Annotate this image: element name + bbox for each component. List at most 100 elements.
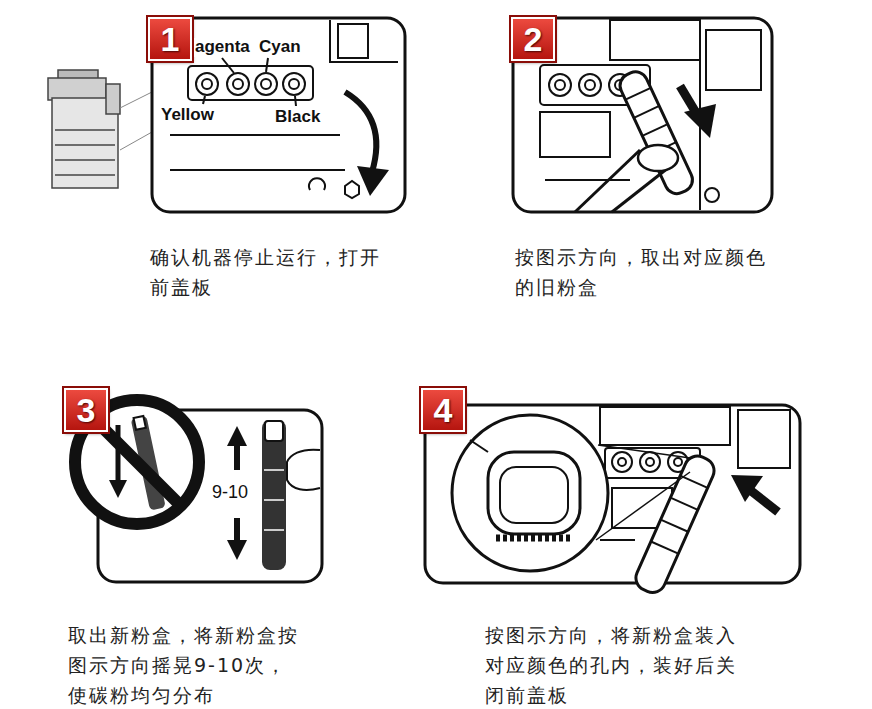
- step-number: 1: [161, 22, 180, 56]
- printer-icon-part: [120, 132, 152, 150]
- panel-one-part: [170, 134, 340, 136]
- panel-one-part: [309, 178, 325, 190]
- panel-two-part: [540, 112, 610, 157]
- panel-four-part: [496, 535, 572, 542]
- panel-two-part: [634, 106, 659, 118]
- panel-four-part: [646, 458, 654, 466]
- panel-four-part: [612, 452, 632, 472]
- panel-four-part: [750, 490, 778, 512]
- panel-two-part: [555, 80, 565, 90]
- panel-two-part: [610, 20, 700, 60]
- color-label: Cyan: [258, 38, 302, 57]
- panel-one-part: [338, 24, 368, 58]
- panel-three: [75, 400, 322, 582]
- panel-one-part: [330, 20, 398, 62]
- panel-one-part: [345, 92, 376, 172]
- panel-four-part: [640, 452, 660, 472]
- panel-three-part: [234, 442, 240, 470]
- panel-one-part: [357, 166, 389, 196]
- step-number: 3: [77, 393, 96, 427]
- panel-one-part: [188, 66, 313, 100]
- step-caption: 确认机器停止运行，打开前盖板: [150, 242, 388, 302]
- panel-two-part: [549, 74, 571, 96]
- panel-two-part: [612, 168, 668, 212]
- panel-one-part: [283, 73, 305, 95]
- printer-icon-part: [55, 144, 115, 146]
- panel-four-part: [731, 475, 763, 502]
- panel-four-part: [600, 539, 635, 541]
- panel-three-part: [227, 540, 247, 560]
- step-badge: 3: [64, 388, 108, 432]
- panel-one-part: [261, 79, 271, 89]
- color-label: Yellow: [160, 106, 215, 125]
- panel-one-part: [170, 169, 345, 171]
- panel-two-part: [684, 104, 716, 138]
- printer-icon-part: [48, 78, 106, 100]
- panel-two-part: [585, 80, 595, 90]
- panel-three-part: [287, 450, 320, 490]
- printer-icon-part: [55, 129, 115, 131]
- printer-icon-part: [55, 159, 115, 161]
- step-badge: 2: [511, 17, 555, 61]
- shake-count: 9-10: [211, 483, 249, 503]
- panel-one-part: [295, 96, 296, 106]
- step-number: 4: [434, 393, 453, 427]
- panel-two-part: [575, 150, 640, 212]
- panel-one-part: [289, 79, 299, 89]
- step-caption: 按图示方向，取出对应颜色的旧粉盒: [515, 242, 775, 302]
- step-number: 2: [524, 22, 543, 56]
- panel-one-part: [222, 58, 234, 73]
- panel-three-part: [265, 421, 283, 441]
- step-caption: 取出新粉盒，将新粉盒按图示方向摇晃9-10次，使碳粉均匀分布: [68, 620, 306, 709]
- panel-two-part: [625, 88, 650, 100]
- panel-three-part: [264, 529, 284, 531]
- panel-two-part: [579, 74, 601, 96]
- color-label: Black: [274, 108, 321, 127]
- panel-one-part: [202, 79, 212, 89]
- panel-two-part: [638, 145, 678, 171]
- printer-icon-part: [55, 174, 115, 176]
- panel-four-part: [632, 452, 718, 597]
- panel-four-part: [470, 440, 488, 452]
- panel-two-part: [642, 124, 667, 136]
- panel-two-part: [705, 188, 719, 202]
- panel-three-part: [227, 426, 247, 446]
- panel-three-part: [109, 480, 127, 498]
- panel-one-part: [233, 79, 243, 89]
- panel-three-part: [262, 420, 286, 570]
- step-caption: 按图示方向，将新粉盒装入对应颜色的孔内，装好后关闭前盖板: [485, 620, 745, 709]
- panel-four: [425, 405, 800, 597]
- panel-four-part: [680, 476, 707, 488]
- panel-four-part: [618, 458, 626, 466]
- printer-icon-part: [120, 92, 152, 108]
- panel-four-part: [452, 415, 608, 571]
- panel-three-part: [264, 499, 284, 501]
- panel-four-part: [674, 458, 682, 466]
- panel-one-part: [203, 96, 205, 104]
- panel-two-part: [545, 179, 630, 181]
- panel-one-part: [345, 181, 359, 198]
- panel-three-part: [134, 416, 146, 430]
- panel-four-part: [488, 452, 580, 534]
- color-label: agenta: [194, 38, 251, 57]
- panel-four-part: [651, 541, 678, 553]
- panel-four-part: [500, 467, 568, 523]
- panel-four-part: [632, 452, 718, 597]
- step-badge: 1: [148, 17, 192, 61]
- panel-one-part: [266, 58, 268, 72]
- panel-four-part: [596, 472, 690, 540]
- panel-four-part: [598, 445, 690, 458]
- printer-icon-part: [106, 84, 120, 114]
- panel-four-part: [670, 498, 697, 510]
- step-badge: 4: [421, 388, 465, 432]
- panel-one-part: [227, 73, 249, 95]
- panel-one-part: [255, 73, 277, 95]
- panel-four-part: [600, 407, 730, 445]
- panel-four-part: [425, 405, 800, 583]
- panel-four-part: [661, 520, 688, 532]
- panel-three-part: [264, 469, 284, 471]
- printer-icon: [48, 70, 152, 188]
